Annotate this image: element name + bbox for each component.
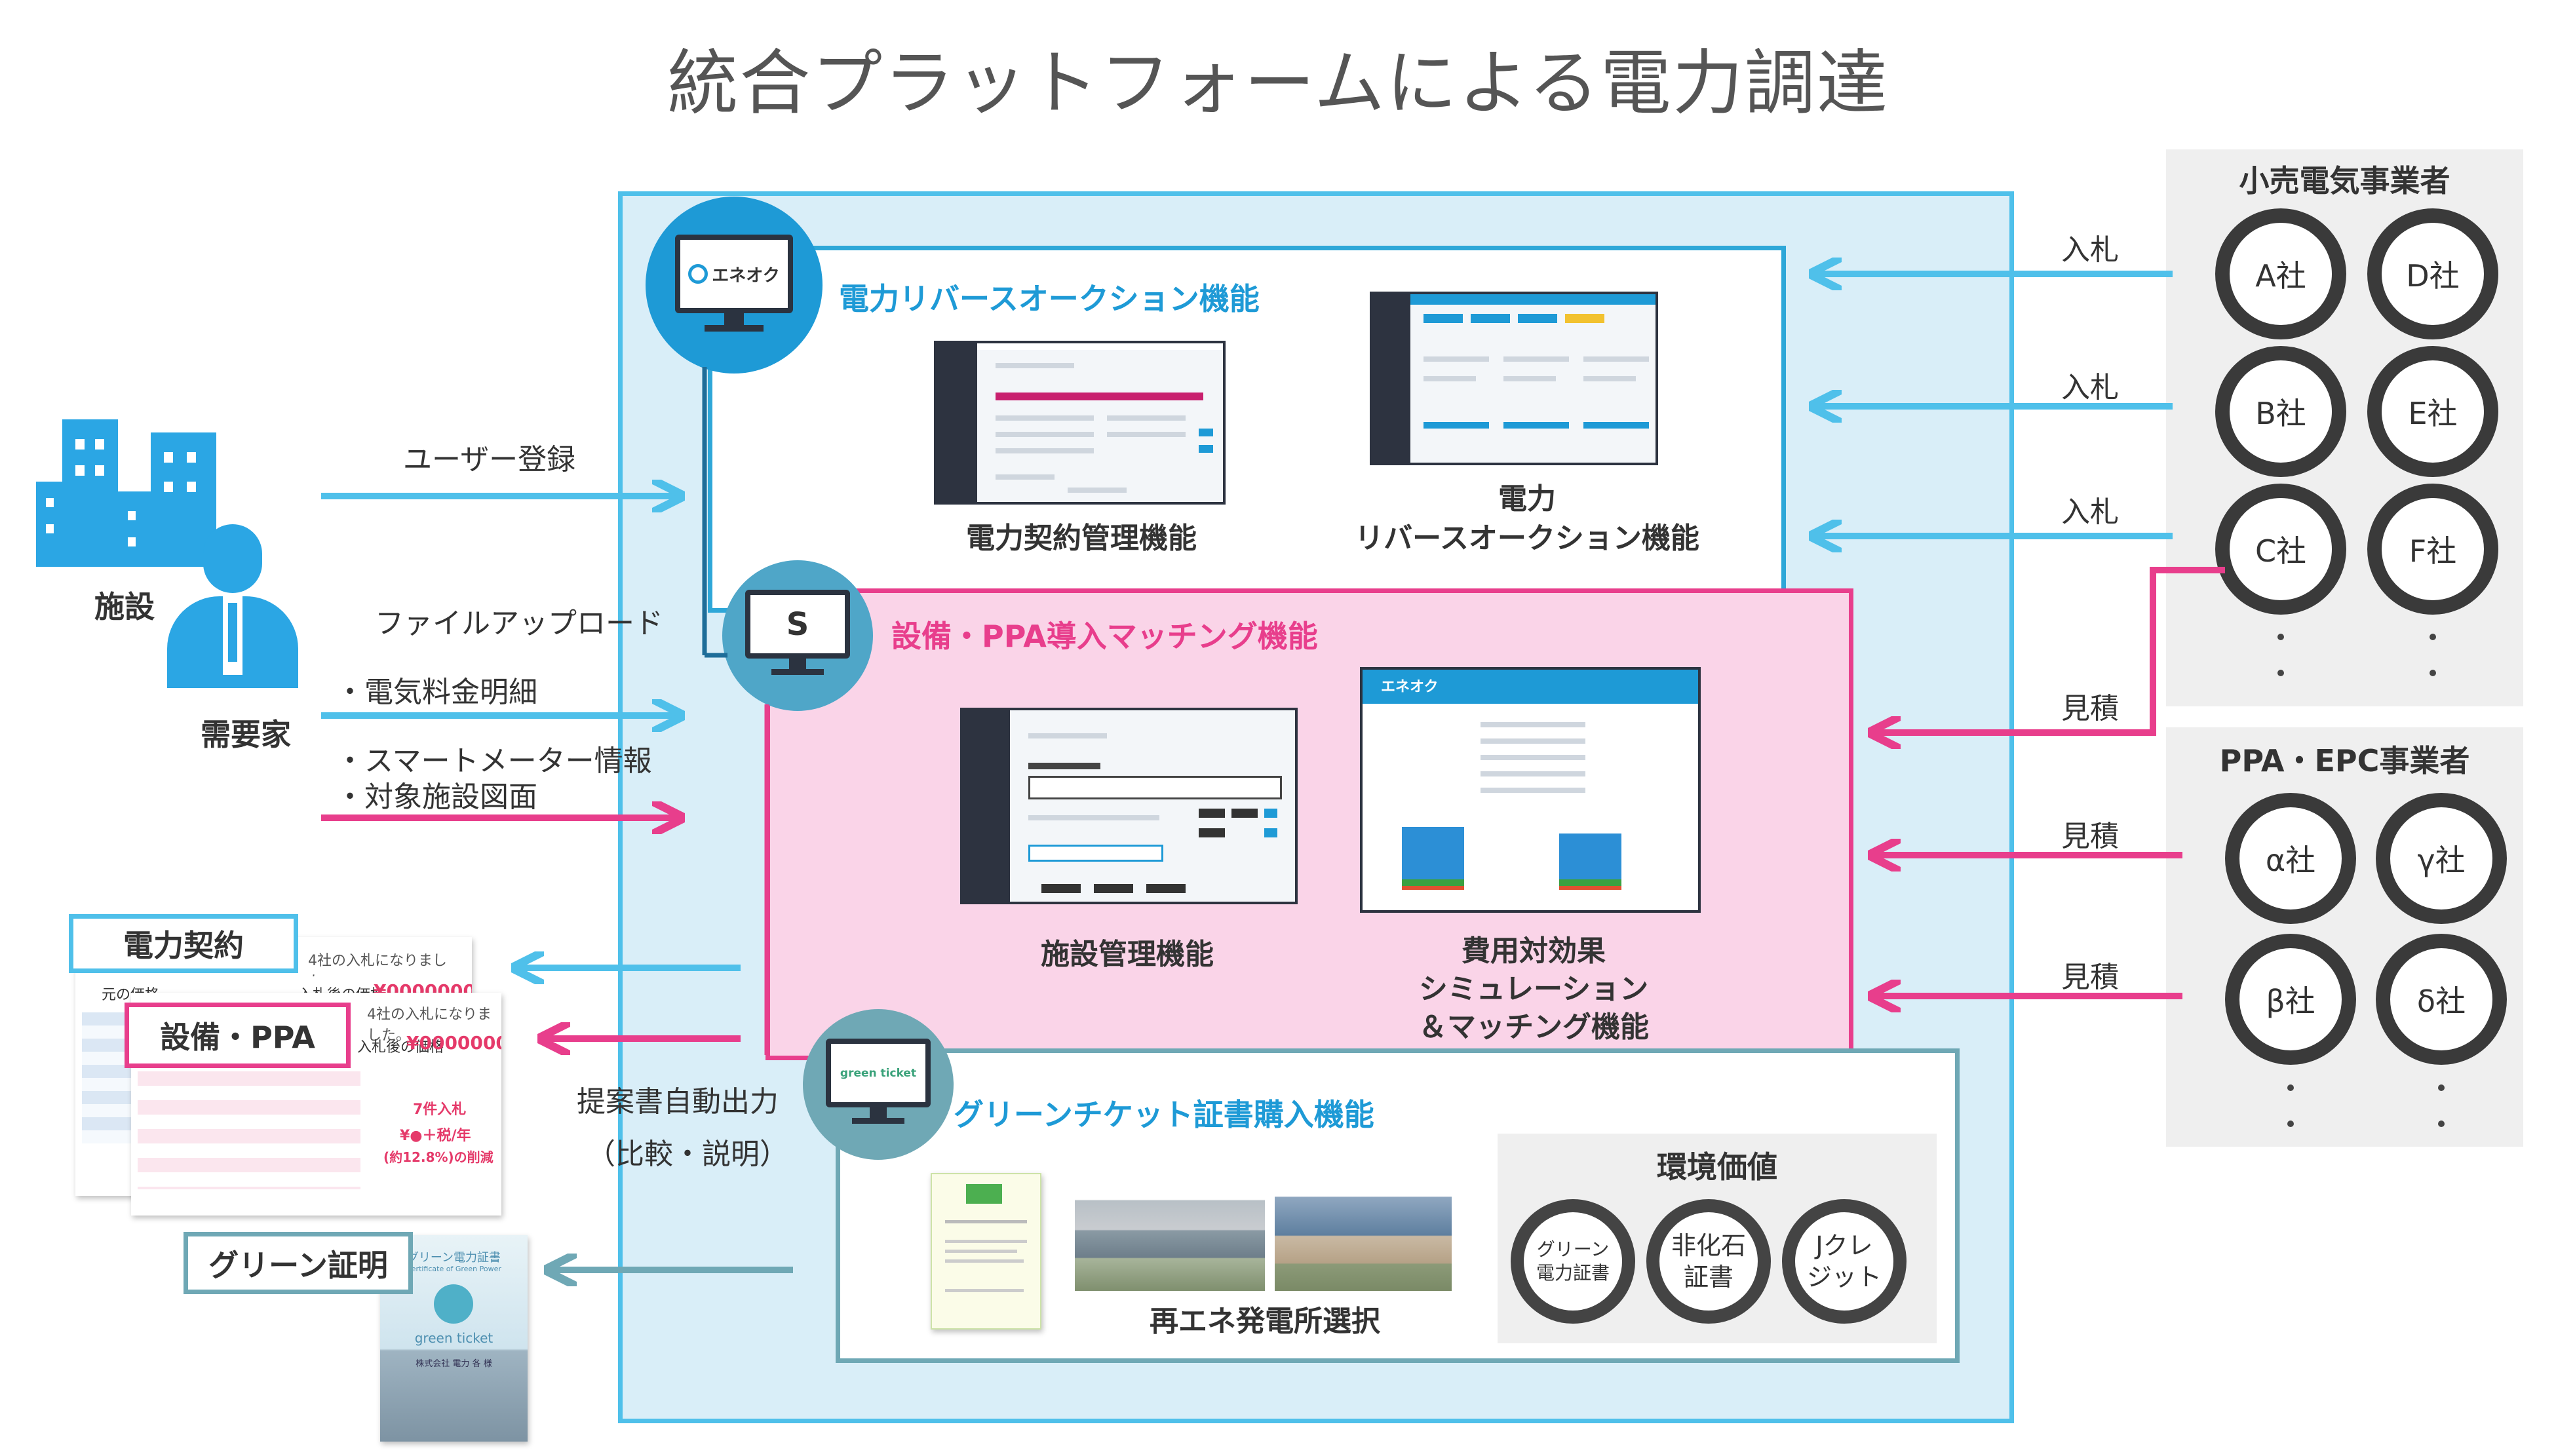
env-item-3: Jクレ ジット <box>1806 1231 1882 1292</box>
s-badge: S <box>722 560 873 711</box>
eneoku-badge-text: エネオク <box>712 265 780 286</box>
consumer-person-icon <box>167 524 298 688</box>
page-title: 統合プラットフォームによる電力調達 <box>667 43 1889 125</box>
contract-management-caption: 電力契約管理機能 <box>966 522 1197 555</box>
certificate-logo-icon <box>966 1184 1002 1204</box>
green-section-title: グリーンチケット証書購入機能 <box>954 1097 1374 1132</box>
gc-logo-icon <box>434 1284 473 1324</box>
env-item-2: 非化石 証書 <box>1671 1231 1746 1292</box>
ellipsis-dot <box>2438 1084 2445 1091</box>
facility-management-caption: 施設管理機能 <box>1041 938 1214 971</box>
estimate-label-1: 見積 <box>2061 820 2119 853</box>
monitor-icon: エネオク <box>675 235 793 313</box>
simulation-brand: エネオク <box>1381 679 1439 695</box>
power-plant-photo-1 <box>1075 1179 1265 1291</box>
simulation-caption-1: 費用対効果 <box>1462 934 1606 968</box>
plant-selection-caption: 再エネ発電所選択 <box>1150 1305 1380 1338</box>
ellipsis-dot <box>2287 1084 2294 1091</box>
contract-management-screenshot <box>934 341 1226 505</box>
proposal-output-label: 提案書自動出力 <box>577 1085 779 1119</box>
green-power-certificate-circle: グリーン 電力証書 <box>1511 1199 1635 1324</box>
green-certificate-document: グリーン電力証書 Certificate of Green Power gree… <box>380 1235 528 1442</box>
eneoku-badge: エネオク <box>646 197 823 374</box>
gc-brand: green ticket <box>414 1330 494 1346</box>
simulation-caption-3: ＆マッチング機能 <box>1418 1010 1649 1044</box>
ellipsis-dot <box>2277 634 2284 640</box>
environmental-value-title: 環境価値 <box>1657 1149 1777 1185</box>
simulation-caption-2: シミュレーション <box>1418 972 1649 1006</box>
upload-item-drawing: ・対象施設図面 <box>336 780 537 814</box>
green-cert-label: グリーン証明 <box>184 1232 413 1294</box>
green-ticket-badge: green ticket <box>803 1009 954 1160</box>
reverse-auction-caption-2: リバースオークション機能 <box>1355 522 1699 555</box>
bid-label-2: 入札 <box>2061 371 2119 404</box>
s-badge-text: S <box>786 605 809 643</box>
eneoku-logo-icon <box>688 264 708 284</box>
doc-rate: (約12.8%)の削減 <box>383 1149 494 1165</box>
simulation-screenshot: エネオク <box>1360 667 1701 913</box>
ellipsis-dot <box>2438 1121 2445 1127</box>
facility-management-screenshot <box>960 708 1298 904</box>
proposal-note-label: （比較・説明） <box>587 1138 788 1171</box>
equipment-ppa-label: 設備・PPA <box>125 1003 351 1068</box>
doc-after-bid-price-2: 入札後の価格 <box>357 1039 444 1056</box>
reverse-auction-caption-1: 電力 <box>1498 482 1556 516</box>
doc-amount: 7件入札 <box>413 1102 467 1118</box>
power-contract-label: 電力契約 <box>69 914 298 973</box>
ellipsis-dot <box>2430 670 2436 676</box>
doc-bid-notice-2: 4社の入札になりました。 <box>367 1006 492 1044</box>
ellipsis-dot <box>2277 670 2284 676</box>
user-registration-label: ユーザー登録 <box>403 443 576 476</box>
gc-title: グリーン電力証書 <box>406 1251 501 1265</box>
facility-label: 施設 <box>94 589 155 624</box>
reverse-auction-screenshot <box>1370 292 1658 465</box>
ppa-epc-providers-title: PPA・EPC事業者 <box>2219 743 2470 778</box>
bid-label-3: 入札 <box>2061 495 2119 529</box>
green-ticket-badge-text: green ticket <box>840 1066 917 1080</box>
ellipsis-dot <box>2430 634 2436 640</box>
file-upload-label: ファイルアップロード <box>375 607 663 640</box>
retail-providers-title: 小売電気事業者 <box>2239 163 2450 199</box>
auction-section-title: 電力リバースオークション機能 <box>839 281 1260 316</box>
upload-item-smartmeter: ・スマートメーター情報 <box>336 744 652 778</box>
doc-price-2: ¥0000000 <box>406 1032 501 1054</box>
gc-subtitle: Certificate of Green Power <box>406 1265 501 1273</box>
env-item-1: グリーン 電力証書 <box>1536 1238 1610 1284</box>
certificate-thumbnail <box>931 1173 1041 1330</box>
power-plant-photo-2 <box>1275 1179 1452 1291</box>
estimate-label-2: 見積 <box>2061 961 2119 994</box>
bid-label-1: 入札 <box>2061 233 2119 267</box>
monitor-icon: S <box>745 590 850 659</box>
monitor-icon: green ticket <box>826 1039 931 1107</box>
ppa-section-title: 設備・PPA導入マッチング機能 <box>891 619 1318 654</box>
estimate-arrow-retail <box>1874 567 2225 733</box>
upload-item-bill: ・電気料金明細 <box>336 676 537 709</box>
ellipsis-dot <box>2287 1121 2294 1127</box>
doc-monthly: ¥●＋税/年 <box>400 1128 471 1144</box>
gc-footer: 株式会社 電力 各 様 <box>416 1359 492 1369</box>
estimate-label-retail: 見積 <box>2061 692 2119 725</box>
consumer-label: 需要家 <box>201 717 291 752</box>
